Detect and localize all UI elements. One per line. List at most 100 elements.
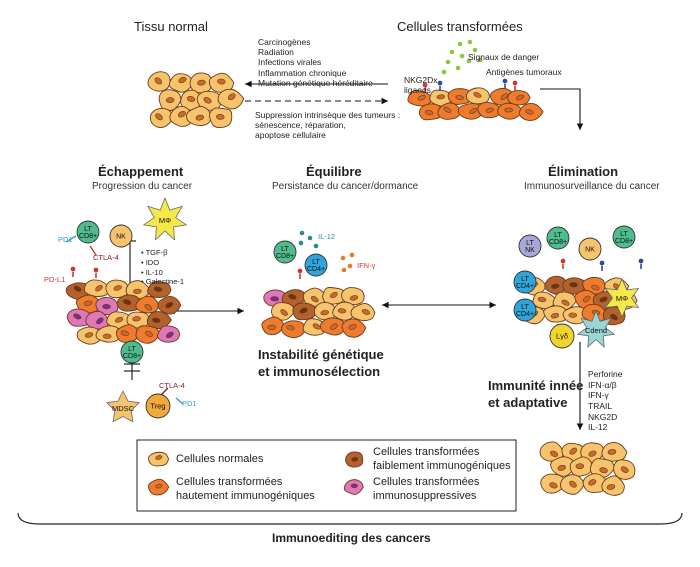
escape-tumor-cell [95, 325, 121, 343]
svg-text:MΦ: MΦ [616, 294, 628, 303]
svg-text:NK: NK [585, 246, 595, 253]
label-treg-pd1: PD1 [182, 399, 197, 408]
transformed-cell [465, 87, 491, 105]
caption-line: et immunosélection [258, 363, 381, 379]
ifng-dots [340, 252, 355, 273]
label-ctla4: CTLA-4 [93, 253, 119, 262]
effector-item: NKG2D [588, 411, 618, 422]
legend-suppress-label: Cellules transformées immunosuppressives [373, 476, 479, 504]
danger-signals-dots [441, 39, 483, 75]
escape-tumor-cell [115, 324, 139, 343]
escape-tumor-cell [83, 279, 111, 297]
effector-list: Perforine IFN-α/β IFN-γ TRAIL NKG2D IL-1… [588, 369, 623, 433]
equilibrium-tumor-cell [341, 287, 365, 306]
caption-genetic-instability: Instabilité génétique et immunosélection [258, 347, 384, 381]
cause-item: Infections virales [258, 57, 322, 68]
dendritic-cell: Cdend [577, 310, 615, 348]
escape-tumor-cell [135, 325, 160, 344]
elimination-tumor-cell [581, 303, 608, 324]
legend-normal-label: Cellules normales [176, 453, 264, 465]
escape-tumor-cell [126, 311, 150, 329]
equilibrium-tumor-cell [322, 287, 346, 305]
svg-text:MΦ: MΦ [159, 216, 171, 225]
nkg2d-line: NKG2Dx [404, 75, 438, 85]
caption-innate-adaptive: Immunité innée et adaptative [488, 378, 583, 412]
equilibrium-tumor-cell [350, 302, 376, 322]
escape-tumor-cell [147, 281, 172, 298]
final-tissue-cell [601, 475, 625, 496]
label-treg-ctla4: CTLA-4 [159, 381, 185, 390]
effector-item: IL-12 [588, 422, 608, 433]
normal-tissue-cell [208, 72, 235, 93]
elimination-tumor-cell [544, 275, 568, 295]
effector-item: TRAIL [588, 400, 613, 411]
factor-item: • TGF-β [141, 248, 168, 257]
caption-line: et adaptative [488, 394, 568, 410]
antigen-icon [638, 258, 644, 269]
normal-tissue-cell [149, 107, 174, 128]
treg-cell: Treg [145, 393, 171, 419]
title-equilibrium: Équilibre [306, 164, 362, 179]
normal-tissue-cell [208, 107, 233, 129]
subtitle-escape: Progression du cancer [92, 181, 193, 192]
antigen-icon [297, 268, 303, 279]
suppression-line: apoptose cellulaire [255, 130, 326, 141]
label-normal-tissue: Tissu normal [134, 19, 208, 34]
antigen-icon [599, 260, 605, 271]
transformed-cell [418, 103, 444, 121]
caption-line: Immunité innée [488, 378, 584, 393]
cause-item: Inflammation chronique [258, 67, 347, 78]
suppression-line: Suppression intrinsèque des tumeurs : [255, 110, 401, 120]
normal-tissue-cell [196, 90, 222, 111]
legend-line: Cellules transformées [176, 476, 283, 488]
label-il12: IL-12 [318, 232, 336, 241]
transformed-cell [519, 102, 544, 121]
label-nkg2d: NKG2Dx ligands [404, 75, 438, 95]
final-tissue-cell [540, 473, 567, 494]
causes-list: Carcinogènes Radiation Infections virale… [258, 37, 373, 88]
equilibrium-tumor-cell [341, 318, 367, 338]
antigen-icon [502, 78, 508, 89]
svg-text:NK: NK [116, 233, 126, 240]
legend-line: faiblement immunogéniques [373, 459, 511, 472]
legend-swatch-normal [148, 451, 170, 467]
suppression-text: Suppression intrinsèque des tumeurs : sé… [255, 110, 400, 141]
final-tissue-cell [539, 441, 565, 462]
legend-line: Cellules transformées [373, 476, 480, 488]
cause-item: Carcinogènes [258, 37, 311, 47]
normal-tissue-cell [158, 89, 182, 112]
receptor-icon [560, 258, 566, 269]
svg-text:Treg: Treg [150, 401, 165, 410]
pdl1-icon [93, 267, 99, 278]
title-elimination: Élimination [548, 164, 619, 179]
legend-line: hautement immunogéniques [176, 489, 315, 502]
antigen-icon [512, 80, 518, 91]
normal-tissue-cell [168, 73, 195, 93]
mdsc-cell: MDSC [106, 390, 140, 423]
pdl1-icon [70, 266, 76, 277]
equilibrium-tumor-cell [302, 318, 327, 336]
equilibrium-tumor-cell [302, 287, 328, 307]
final-tissue-cell [589, 458, 616, 479]
escape-tumor-cell [157, 325, 181, 343]
label-pdl1: PD-L1 [44, 275, 66, 284]
arrow-to-elimination [540, 88, 584, 130]
svg-text:Lγδ: Lγδ [556, 331, 568, 340]
svg-text:MDSC: MDSC [112, 404, 135, 413]
il12-dots [298, 230, 319, 249]
transformed-cell [507, 90, 531, 106]
legend-low-label: Cellules transformées faiblement immunog… [373, 446, 511, 474]
equilibrium-tumor-cell [332, 301, 358, 321]
